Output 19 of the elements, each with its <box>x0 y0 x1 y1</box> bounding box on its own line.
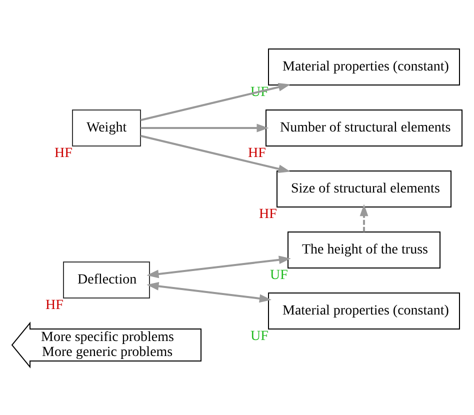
arrow <box>146 282 272 302</box>
node-box: Deflection <box>63 261 150 298</box>
arrow <box>140 134 290 172</box>
node-box: Weight <box>72 109 141 146</box>
node-label: HF <box>259 206 277 222</box>
node-box: Material properties (constant) <box>268 292 460 329</box>
node-label: UF <box>270 268 288 283</box>
node-label: UF <box>250 328 268 344</box>
arrow <box>140 82 290 121</box>
node-label: HF <box>46 298 64 313</box>
arrow <box>146 255 291 278</box>
arrow <box>360 204 368 232</box>
node-label: HF <box>54 146 72 161</box>
node-box: Size of structural elements <box>276 170 452 207</box>
arrow <box>140 123 269 132</box>
node-box: The height of the truss <box>288 231 440 268</box>
node-box: Material properties (constant) <box>268 48 460 85</box>
node-box: Number of structural elements <box>266 109 462 146</box>
node-label: HF <box>248 146 266 161</box>
